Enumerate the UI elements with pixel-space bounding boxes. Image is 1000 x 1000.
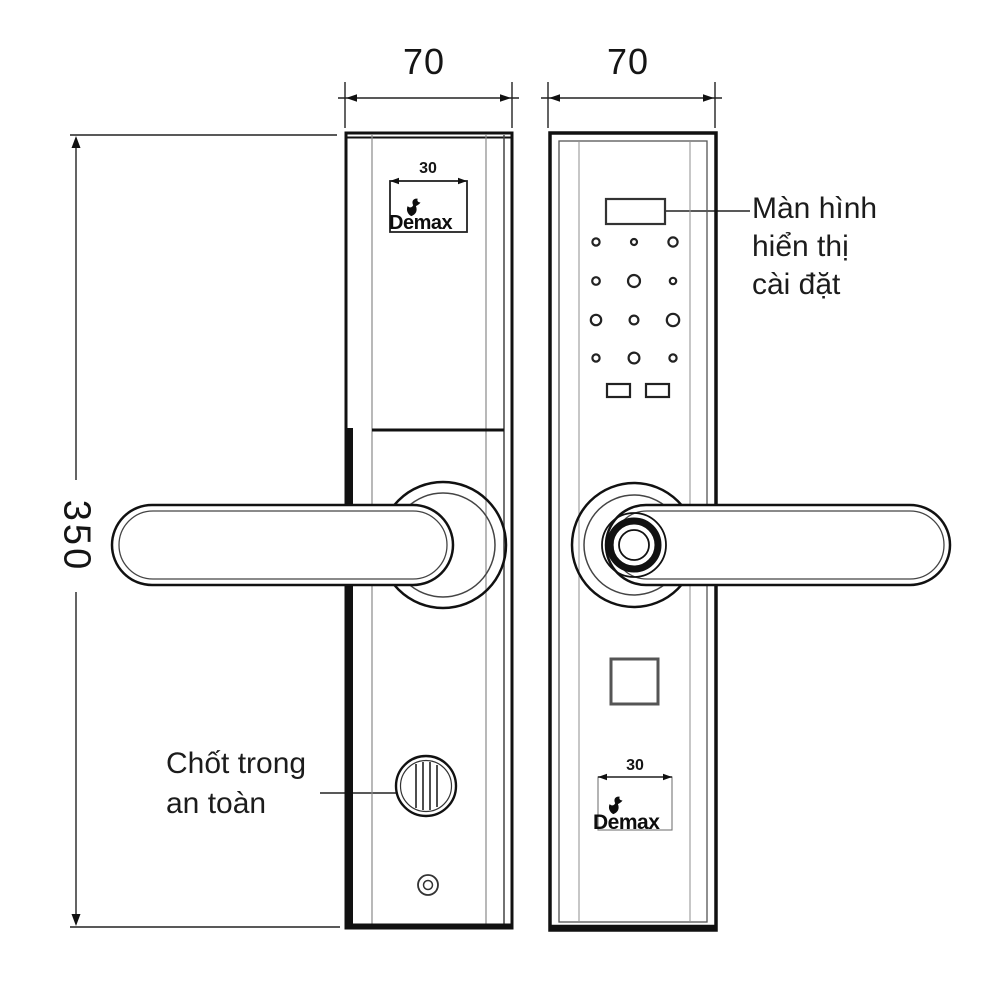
logo-dim-arrow-right-icon [458, 177, 467, 185]
keypad-dot [591, 237, 601, 247]
keypad-dot [627, 351, 641, 365]
right-door-handle [604, 503, 952, 587]
function-key-right [644, 382, 671, 399]
left-door-handle [110, 503, 455, 587]
demax-bird-icon [406, 198, 421, 217]
dim-width-left-label: 70 [402, 41, 446, 82]
arrow-left-icon [549, 94, 560, 102]
left-lock-view [110, 131, 514, 930]
sensor-outer-ring [601, 512, 667, 578]
arrow-right-icon [703, 94, 714, 102]
logo-dim-arrow-left-icon [598, 773, 607, 781]
logo-dim-arrow-left-icon [390, 177, 399, 185]
keyhole-cover-square [609, 657, 660, 706]
dimension-width-right [541, 82, 722, 128]
keypad-dots [589, 236, 681, 365]
demax-bird-icon [608, 796, 623, 815]
screw-hole [417, 874, 439, 896]
left-door-handle-inner-line [118, 510, 448, 580]
left-logo-panel [389, 180, 468, 233]
arrow-left-icon [346, 94, 357, 102]
keypad-dot [668, 276, 678, 286]
screw-inner [422, 879, 434, 891]
logo-dim-arrow-right-icon [663, 773, 672, 781]
knob-outer-circle [394, 754, 458, 818]
keypad-dot [589, 313, 603, 327]
keypad-dot [665, 312, 681, 328]
keypad-dot [668, 353, 678, 363]
keypad-dot [626, 273, 642, 289]
dim-height-label: 350 [55, 499, 98, 573]
arrow-down-icon [71, 914, 81, 926]
sensor-inner-ring [618, 529, 650, 561]
latch-annotation-line2: an toàn [166, 787, 267, 820]
screw-outer [417, 874, 439, 896]
latch-annotation: Chốt trong an toàn [166, 744, 306, 824]
brand-logo-text-right: Demax [593, 811, 660, 834]
fingerprint-sensor [601, 512, 667, 578]
dimension-height [70, 134, 340, 928]
left-lock-left-edge-bar [346, 428, 353, 926]
dim-width-right-label: 70 [606, 41, 650, 82]
keypad-dot [628, 314, 640, 326]
keypad-dot [591, 353, 601, 363]
function-key-left [605, 382, 632, 399]
keypad-dot [629, 237, 639, 247]
safety-latch-knob [394, 754, 458, 818]
dim-logo-right-label: 30 [626, 757, 644, 774]
right-lock-view [548, 131, 952, 932]
display-annotation-line3: cài đặt [752, 268, 841, 301]
display-annotation-line1: Màn hình [752, 192, 878, 225]
latch-annotation-line1: Chốt trong [166, 747, 307, 780]
settings-display-window [604, 197, 667, 226]
display-annotation: Màn hình hiển thị cài đặt [752, 190, 877, 304]
arrow-right-icon [500, 94, 511, 102]
display-annotation-line2: hiển thị [752, 230, 849, 263]
arrow-up-icon [71, 136, 81, 148]
dim-logo-left-label: 30 [419, 160, 437, 177]
knob-inner-circle [399, 759, 453, 813]
brand-logo-text-left: Demax [389, 212, 453, 234]
keypad-dot [591, 276, 601, 286]
dimension-width-left [338, 82, 519, 128]
keypad-dot [667, 236, 679, 248]
sensor-thick-ring [606, 517, 662, 573]
